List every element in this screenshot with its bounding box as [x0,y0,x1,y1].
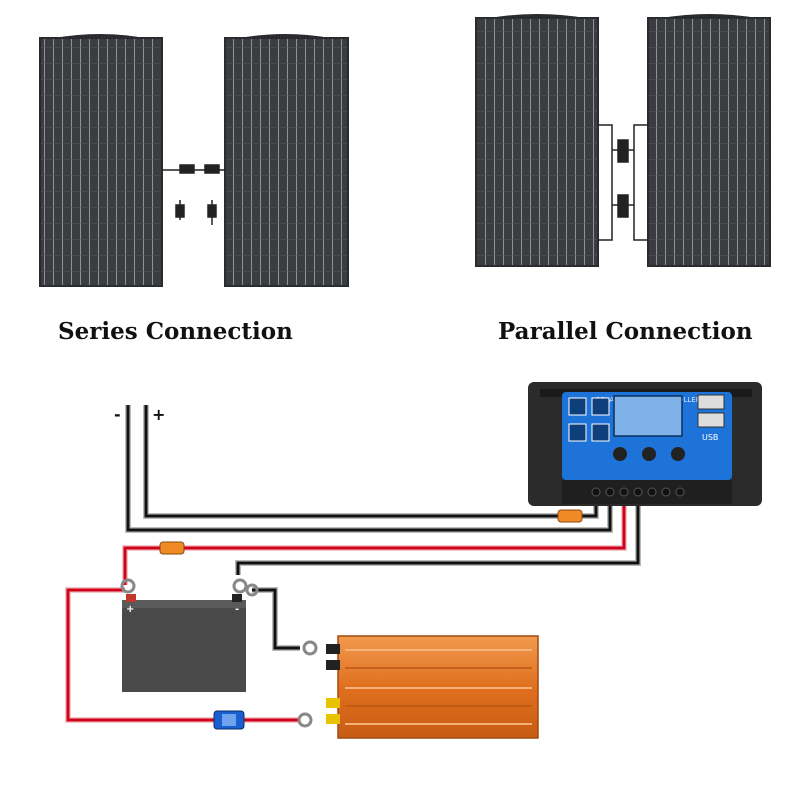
parallel-panel-left [475,14,599,267]
controller-usb-label: USB [702,433,718,442]
controller-lcd [613,395,683,437]
series-connectors [162,164,225,225]
battery-controller-wires [122,505,641,585]
battery-inverter-wires [65,587,300,723]
inverter [326,635,539,739]
battery-fuse [159,541,185,555]
panel-fuse [557,509,583,523]
battery-negative-mark: - [235,604,239,615]
inverter-fuse [213,710,245,730]
battery [122,594,246,692]
controller-round-buttons [613,447,685,461]
controller-wire-terminals [591,487,685,497]
terminal-positive: + [152,405,165,424]
controller-usb-ports [697,394,725,428]
parallel-connection-caption: Parallel Connection [498,318,753,345]
terminal-negative: - [114,405,121,424]
battery-positive-mark: + [126,604,134,615]
panel-input-wires [125,405,613,533]
series-connection-caption: Series Connection [58,318,293,345]
parallel-panel-right [647,14,771,267]
controller-buttons-left [568,397,610,442]
series-panel-left [39,34,163,287]
parallel-connectors [598,124,648,241]
ring-terminals [120,578,318,728]
series-panel-right [224,34,349,287]
